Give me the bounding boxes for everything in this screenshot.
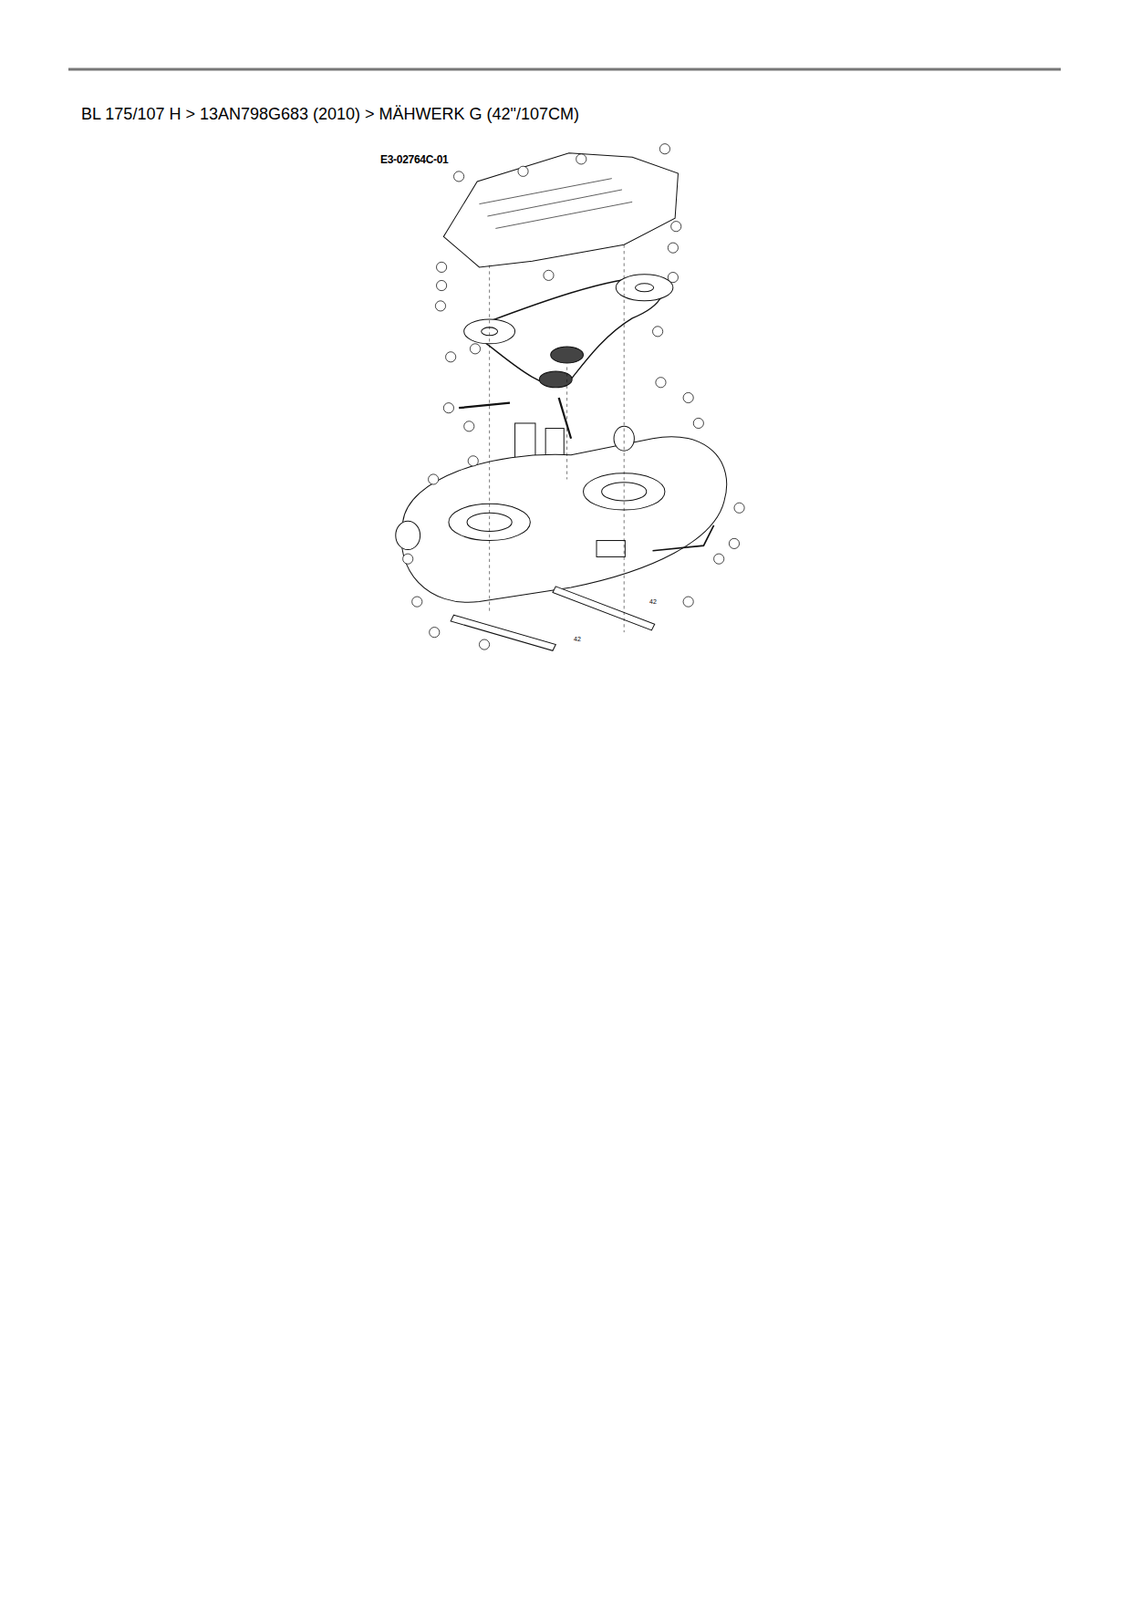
- page-title: BL 175/107 H > 13AN798G683 (2010) > MÄHW…: [81, 105, 580, 125]
- drawing-number: E3-02764C-01: [380, 154, 448, 167]
- header-rule: [68, 68, 1061, 72]
- blade: [450, 614, 556, 651]
- chute-bracket: [596, 540, 625, 558]
- lift-rod: [653, 525, 715, 551]
- guide-lines: [489, 244, 625, 633]
- cover-ribs: [478, 178, 633, 229]
- deck-cover: [443, 153, 678, 268]
- idler-pulley: [550, 346, 584, 364]
- callout-number: 42: [647, 598, 659, 606]
- deck-housing: [401, 436, 727, 603]
- callout-circles: [403, 144, 746, 651]
- exploded-view: [395, 144, 745, 652]
- pulley-hub: [635, 283, 654, 292]
- blade: [552, 586, 655, 631]
- spring: [458, 403, 510, 409]
- deck-wheel: [395, 520, 421, 550]
- pulley: [615, 274, 674, 301]
- callout-number: 42: [571, 635, 583, 644]
